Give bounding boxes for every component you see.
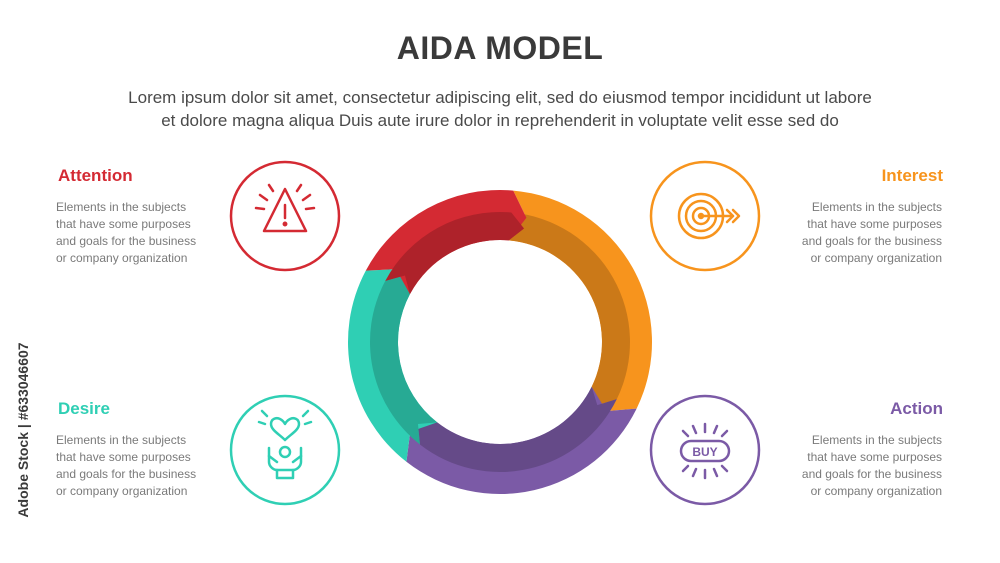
action-icon-circle: BUY — [649, 394, 761, 506]
attention-icon-circle — [229, 160, 341, 272]
page-title: AIDA MODEL — [396, 30, 604, 66]
warning-icon — [254, 183, 316, 233]
subtitle-line-2: et dolore magna aliqua Duis aute irure d… — [161, 111, 839, 130]
attention-label: Attention — [58, 166, 133, 185]
ring-segment-inner-attention — [385, 212, 525, 295]
attention-description: Elements in the subjects that have some … — [56, 200, 197, 265]
ring-segment-inner-action — [417, 386, 617, 473]
watermark: Adobe Stock | #633046607 — [15, 342, 31, 518]
interest-icon-circle — [649, 160, 761, 272]
aida-cycle-ring — [347, 190, 652, 495]
desire-description: Elements in the subjects that have some … — [56, 433, 197, 498]
buy-button-icon — [679, 422, 731, 480]
ring-segment-inner-interest — [508, 212, 630, 406]
heart-hands-icon — [257, 409, 313, 480]
subtitle: Lorem ipsum dolor sit amet, consectetur … — [40, 86, 960, 132]
action-label: Action — [890, 399, 943, 418]
ring-segment-inner-desire — [370, 275, 438, 445]
desire-label: Desire — [58, 399, 110, 418]
action-description: Elements in the subjects that have some … — [801, 433, 942, 498]
desire-icon-circle — [229, 394, 341, 506]
interest-label: Interest — [881, 166, 943, 185]
interest-description: Elements in the subjects that have some … — [801, 200, 942, 265]
buy-text: BUY — [692, 445, 717, 459]
subtitle-line-1: Lorem ipsum dolor sit amet, consectetur … — [128, 88, 872, 107]
target-icon — [677, 192, 741, 240]
